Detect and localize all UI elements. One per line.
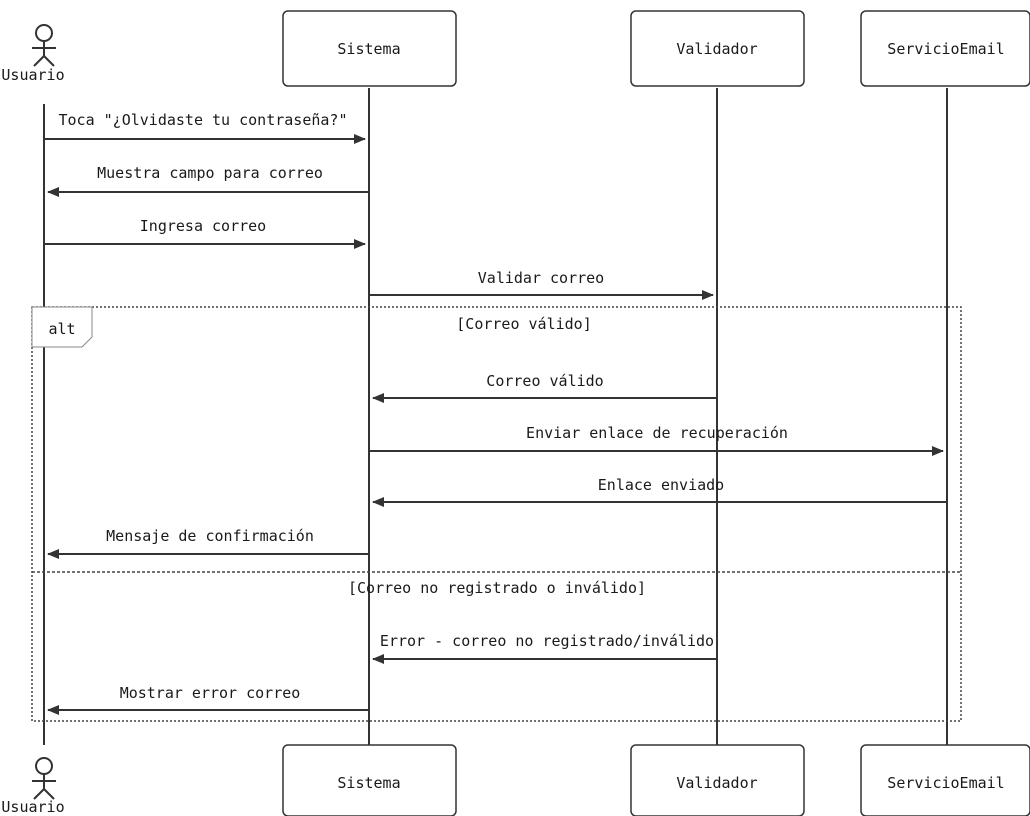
message-label: Mostrar error correo — [120, 684, 301, 702]
participant-label: Sistema — [337, 774, 400, 792]
alt-guard-valid: [Correo válido] — [456, 315, 591, 333]
actor-icon — [32, 24, 56, 67]
message-label: Validar correo — [478, 269, 604, 287]
actor-label: Usuario — [1, 798, 64, 816]
actor-label: Usuario — [1, 66, 64, 84]
actor-icon — [32, 757, 56, 800]
message-label: Mensaje de confirmación — [106, 527, 314, 545]
participant-validador-top: Validador — [630, 10, 805, 87]
participant-label: ServicioEmail — [887, 40, 1004, 58]
message-label: Enlace enviado — [598, 476, 724, 494]
actor-usuario-top: Usuario — [1, 24, 65, 84]
message-label: Toca "¿Olvidaste tu contraseña?" — [59, 111, 348, 129]
message-label: Muestra campo para correo — [97, 164, 323, 182]
participant-servicio-email-bottom: ServicioEmail — [860, 744, 1030, 816]
participant-label: Sistema — [337, 40, 400, 58]
participant-label: Validador — [676, 40, 757, 58]
actor-usuario-bottom: Usuario — [1, 757, 65, 816]
participant-label: ServicioEmail — [887, 774, 1004, 792]
message-label: Correo válido — [486, 372, 603, 390]
participant-validador-bottom: Validador — [630, 744, 805, 816]
message-label: Error - correo no registrado/inválido — [380, 632, 714, 650]
alt-fragment: alt [Correo válido] [Correo no registrad… — [31, 306, 962, 722]
alt-tab — [31, 306, 93, 348]
lifelines — [43, 88, 948, 745]
alt-guard-invalid: [Correo no registrado o inválido] — [348, 579, 646, 597]
participant-servicio-email-top: ServicioEmail — [860, 10, 1030, 87]
participant-label: Validador — [676, 774, 757, 792]
alt-label: alt — [48, 320, 75, 338]
alt-frame — [31, 306, 962, 722]
message-label: Ingresa correo — [140, 217, 266, 235]
message-labels: Toca "¿Olvidaste tu contraseña?" Muestra… — [59, 111, 788, 702]
participant-sistema-bottom: Sistema — [282, 744, 457, 816]
message-label: Enviar enlace de recuperación — [526, 424, 788, 442]
participant-sistema-top: Sistema — [282, 10, 457, 87]
messages — [44, 134, 947, 715]
